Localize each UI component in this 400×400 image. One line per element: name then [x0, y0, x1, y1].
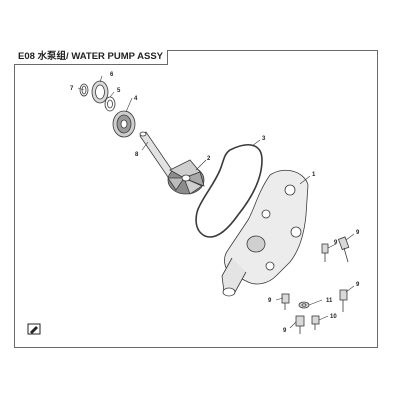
callout-6: 6 — [110, 72, 114, 78]
bolt-part — [295, 315, 305, 334]
callout-9: 9 — [356, 230, 360, 236]
callout-9: 9 — [356, 282, 360, 288]
callout-10: 10 — [330, 314, 337, 320]
seal-ring-part — [104, 96, 116, 112]
diagram-title: E08 水泵组/ WATER PUMP ASSY — [14, 50, 168, 65]
callout-9: 9 — [334, 240, 338, 246]
mechanical-seal-part — [112, 110, 136, 138]
bolt-part — [337, 236, 350, 263]
o-ring-gasket-part — [195, 144, 263, 238]
drain-bolt-part — [311, 315, 320, 330]
callout-9: 9 — [283, 328, 287, 334]
direction-arrow-icon — [27, 323, 41, 335]
callout-3: 3 — [262, 136, 266, 142]
bolt-part — [339, 289, 348, 312]
pump-cover-part — [221, 169, 309, 297]
bolt-part — [281, 293, 290, 310]
impeller-part — [167, 159, 205, 195]
callout-9: 9 — [268, 298, 272, 304]
bearing-part — [91, 80, 109, 104]
callout-4: 4 — [134, 96, 138, 102]
callout-7: 7 — [70, 86, 74, 92]
callout-8: 8 — [135, 152, 139, 158]
callout-1: 1 — [312, 172, 316, 178]
callout-2: 2 — [207, 156, 211, 162]
washer-part — [298, 301, 310, 309]
leader-lines — [77, 75, 355, 329]
diagram-frame — [14, 50, 378, 348]
callout-5: 5 — [117, 88, 121, 94]
callout-11: 11 — [326, 298, 333, 304]
bolt-part — [321, 243, 329, 262]
